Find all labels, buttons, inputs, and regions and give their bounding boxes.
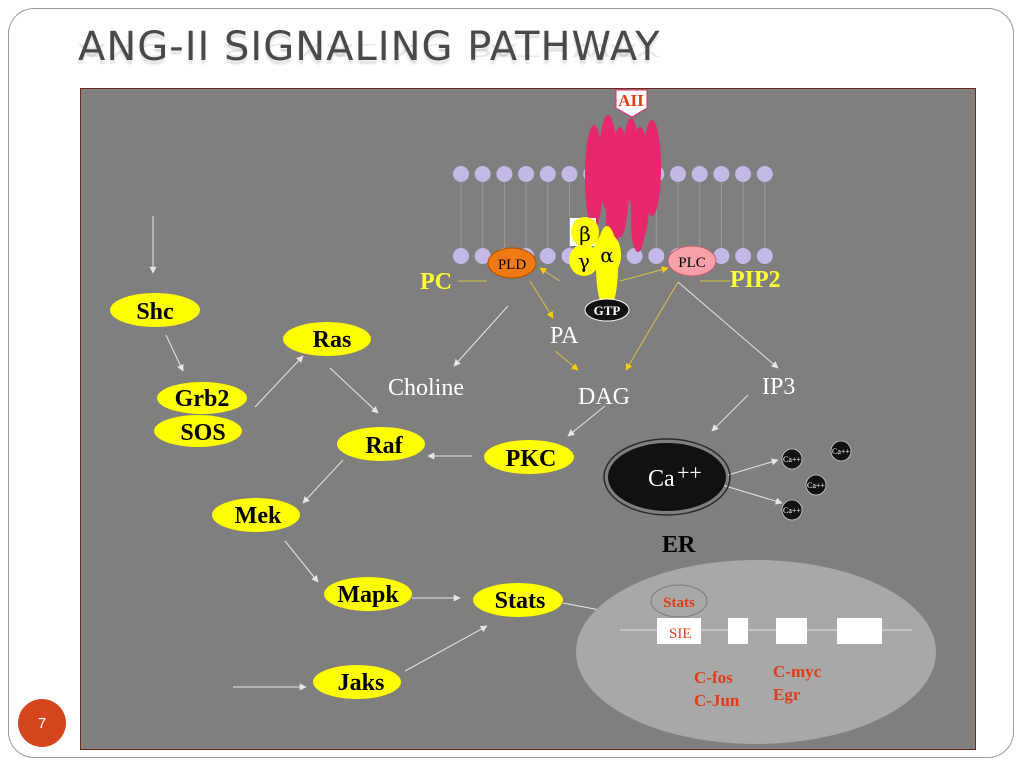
gene-cfos: C-fos [694, 668, 733, 687]
calcium-ion-label: Ca++ [832, 447, 850, 456]
lipid-head [756, 166, 773, 182]
pc-label: PC [420, 269, 452, 295]
gene-cmyc: C-myc [773, 662, 822, 681]
shc-node [110, 293, 200, 327]
stats-node [473, 583, 563, 617]
gamma-subunit-label: γ [578, 249, 590, 273]
gene-egr: Egr [773, 685, 801, 704]
pld-label: PLD [498, 257, 527, 273]
ras-label: Ras [313, 327, 352, 353]
er-label: ER [662, 532, 696, 558]
gtp-label: GTP [594, 303, 621, 318]
mapk-node [324, 577, 412, 611]
grb2-node [157, 382, 247, 414]
dag-label: DAG [578, 384, 630, 410]
lipid-head [713, 166, 730, 182]
mek-node [212, 498, 300, 532]
lipid-head [670, 166, 686, 182]
lipid-head [496, 166, 513, 182]
mek-label: Mek [235, 503, 282, 529]
mapk-label: Mapk [337, 582, 399, 608]
calcium-ion-label: Ca++ [783, 455, 801, 464]
calcium-ions: Ca++ Ca++ Ca++ Ca++ [781, 440, 852, 521]
jaks-label: Jaks [338, 670, 385, 696]
lipid-head [539, 166, 556, 182]
calcium-ion [830, 440, 852, 462]
nuclear-stats-outline [650, 584, 708, 618]
lipid-head [453, 166, 469, 182]
pip2-label: PIP2 [730, 267, 781, 293]
nucleus [576, 560, 936, 744]
dna-element-2 [728, 618, 748, 644]
lipid-head [691, 166, 708, 182]
slide-title: ANG-II SIGNALING PATHWAY [78, 24, 661, 70]
sos-node [154, 415, 242, 447]
slide-frame [8, 8, 1014, 758]
er-calcium-charge: ++ [677, 460, 702, 485]
stats-label: Stats [495, 588, 546, 614]
er-calcium-store [608, 443, 726, 511]
jaks-node [313, 665, 401, 699]
raf-node [337, 427, 425, 461]
calcium-ion [805, 474, 827, 496]
ip3-label: IP3 [762, 374, 795, 400]
pkc-node [484, 440, 574, 474]
lipid-head [713, 248, 730, 264]
sie-label: SIE [669, 626, 692, 642]
pa-label: PA [550, 323, 579, 349]
alpha-subunit-label: α [600, 243, 614, 267]
dna-element-3 [776, 618, 807, 644]
lipid-head [453, 248, 469, 264]
at1-receptor [585, 115, 661, 252]
raf-label: Raf [365, 433, 403, 459]
lipid-head [735, 166, 752, 182]
shc-label: Shc [136, 299, 174, 325]
lipid-head [474, 248, 491, 264]
lipid-head [756, 248, 773, 264]
pld-enzyme [487, 247, 537, 279]
sie-element [657, 618, 701, 644]
er-calcium-label: Ca [648, 466, 675, 492]
ligand-label: AII [618, 91, 644, 110]
grb2-label: Grb2 [175, 386, 230, 412]
plc-label: PLC [678, 255, 706, 271]
lipid-head [626, 248, 643, 264]
lipid-head [539, 248, 556, 264]
g-protein [569, 217, 621, 310]
lipid-head [735, 248, 752, 264]
ligand-marker [615, 89, 648, 118]
er-outline [603, 438, 731, 516]
calcium-ion [781, 499, 803, 521]
calcium-ion-label: Ca++ [783, 506, 801, 515]
page-number-badge: 7 [18, 699, 66, 747]
lipid-head [561, 166, 578, 182]
membrane-arrows [458, 266, 730, 371]
lipid-head [518, 166, 535, 182]
nuclear-stats-label: Stats [663, 595, 695, 611]
choline-label: Choline [388, 375, 464, 401]
lipid-head [474, 166, 491, 182]
lipid-head [648, 248, 665, 264]
beta-subunit-label: β [579, 222, 591, 246]
pathway-arrows [149, 216, 783, 691]
calcium-ion-label: Ca++ [807, 481, 825, 490]
sos-label: SOS [180, 420, 225, 446]
gene-cjun: C-Jun [694, 691, 740, 710]
plc-enzyme [667, 245, 717, 277]
calcium-ion [781, 448, 803, 470]
gtp-badge [584, 298, 630, 322]
pkc-label: PKC [506, 446, 557, 472]
dna-element-4 [837, 618, 882, 644]
ras-node [283, 322, 371, 356]
